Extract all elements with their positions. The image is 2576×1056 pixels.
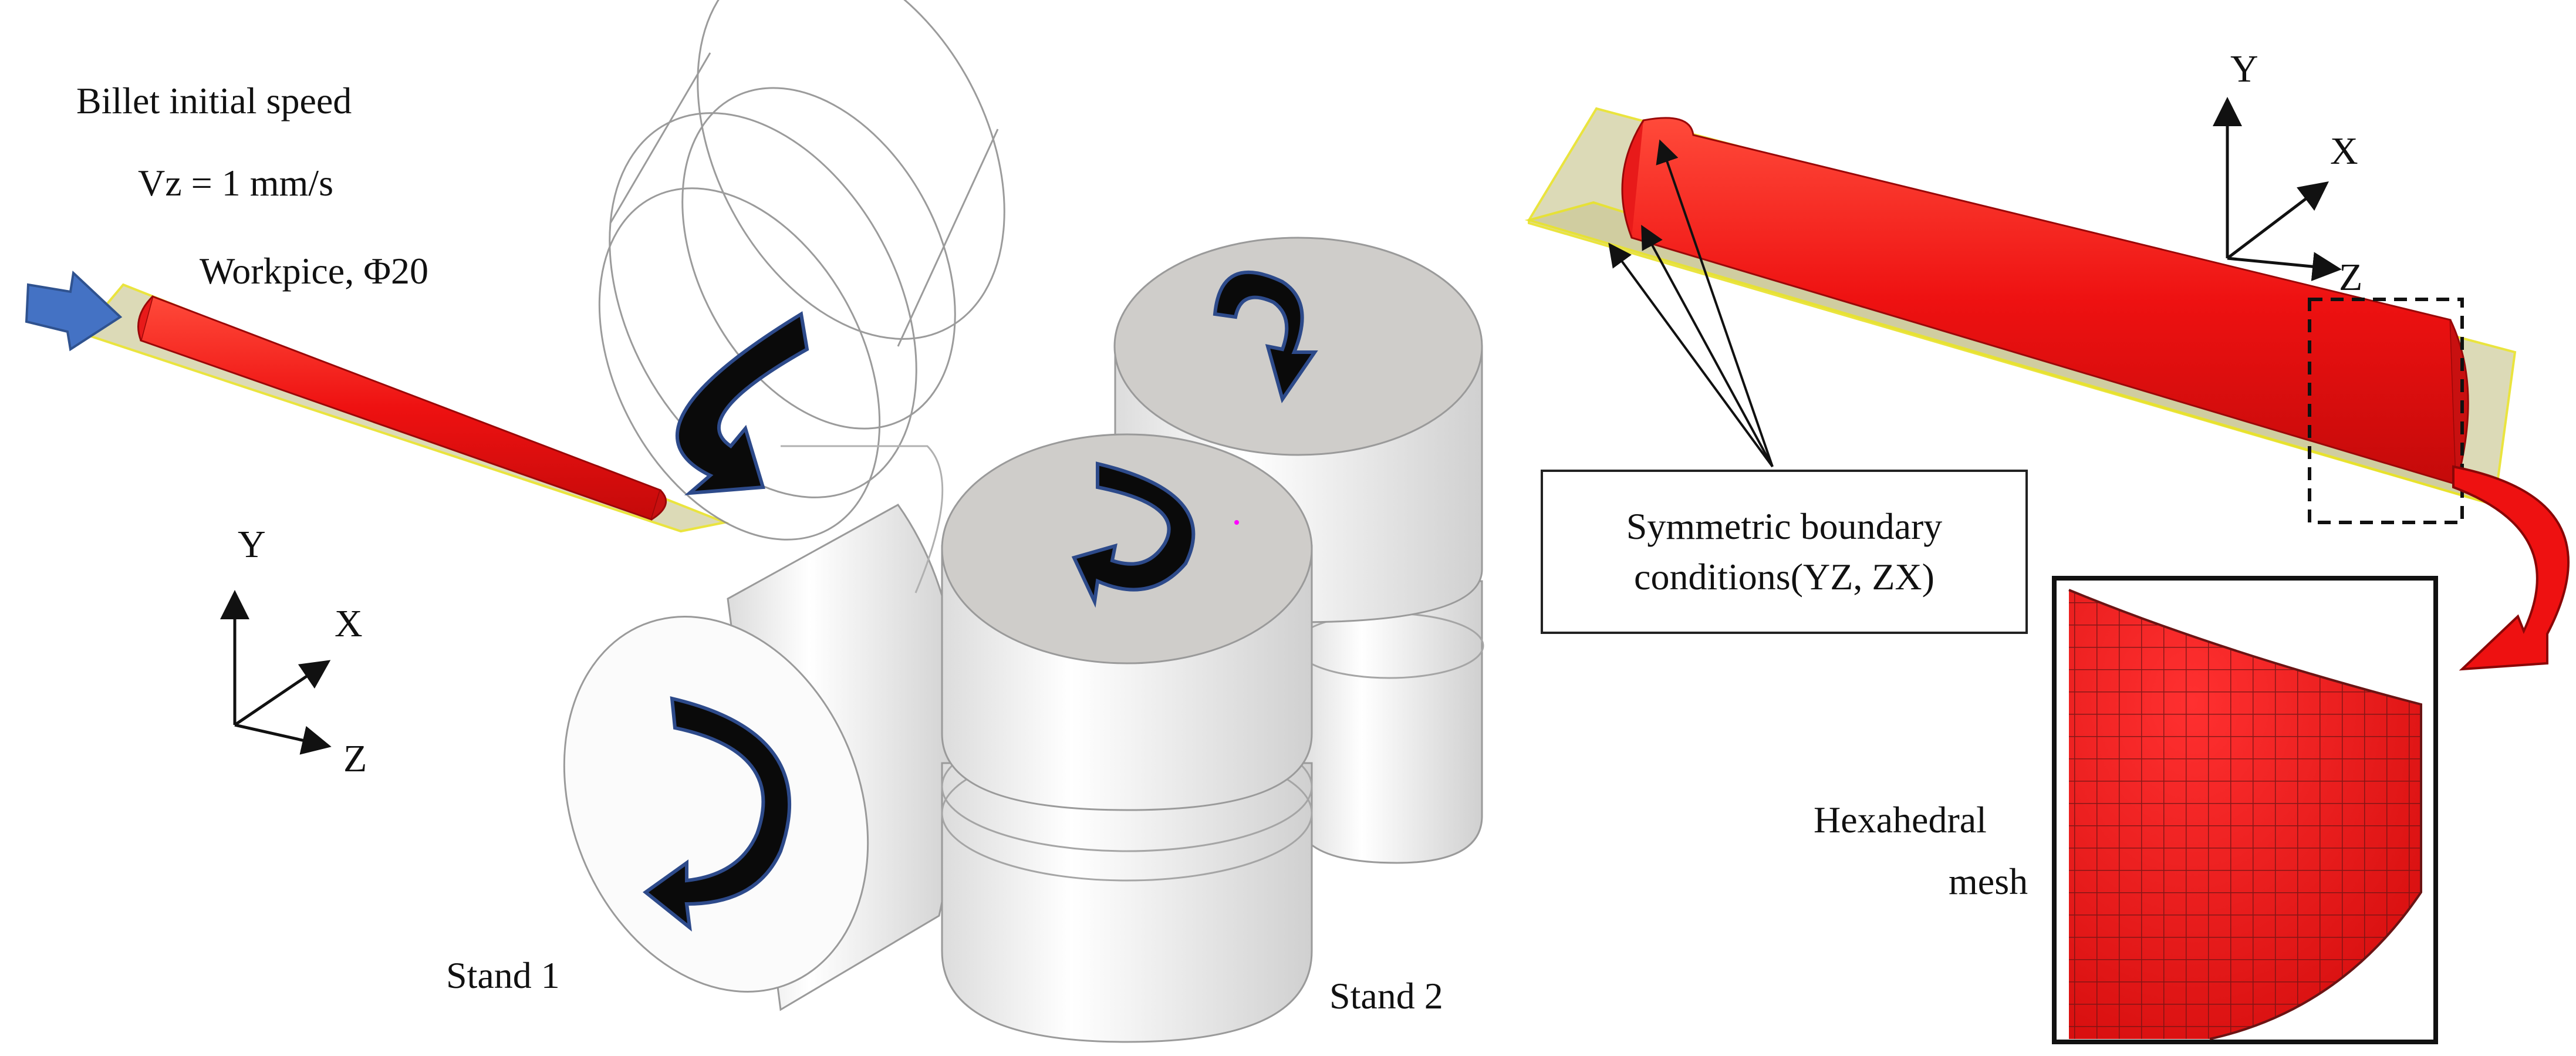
right-axis-triad: [2213, 97, 2342, 282]
rotation-arrow-stand2-front: [1071, 461, 1196, 608]
right-axis-z-label: Z: [2339, 256, 2363, 299]
symmetric-boundary-line1: Symmetric boundary: [1626, 505, 1943, 547]
left-axis-y-label: Y: [238, 523, 266, 566]
billet-velocity-label: Vz = 1 mm/s: [138, 162, 333, 204]
stand2-label: Stand 2: [1329, 975, 1443, 1017]
left-axis-x-label: X: [335, 602, 363, 645]
stand1-label: Stand 1: [446, 954, 560, 996]
symmetric-boundary-label-box: Symmetric boundary conditions(YZ, ZX): [1541, 470, 2028, 634]
mesh-label: mesh: [1949, 861, 2028, 902]
symmetry-pointer-lines: [1608, 139, 1774, 468]
rotation-arrow-stand2-back: [1213, 271, 1318, 403]
left-axis-triad: [220, 590, 332, 755]
stand2-back-lower-roll: [1294, 580, 1484, 864]
stand1-upper-roll: [598, 0, 1005, 541]
workpiece-label: Workpice, Φ20: [200, 250, 428, 292]
input-velocity-arrow: [25, 270, 123, 352]
stand2-front-upper-roll: [941, 433, 1313, 811]
hexahedral-mesh-view: [2052, 576, 2438, 1044]
rotation-arrow-stand1-lower: [643, 696, 791, 932]
rotation-arrow-stand1-upper: [676, 311, 809, 495]
stand1-lower-roll: [563, 445, 962, 1011]
mesh-detail-dashed-box: [2308, 298, 2464, 524]
billet-speed-label: Billet initial speed: [76, 80, 352, 122]
hexahedral-label: Hexahedral: [1814, 799, 1987, 841]
workpiece-rod: [137, 295, 667, 521]
right-axis-x-label: X: [2330, 130, 2358, 173]
symmetric-boundary-line2: conditions(YZ, ZX): [1634, 556, 1934, 598]
right-axis-y-label: Y: [2230, 48, 2258, 90]
zoom-curved-arrow: [2452, 465, 2570, 671]
left-axis-z-label: Z: [343, 737, 367, 780]
